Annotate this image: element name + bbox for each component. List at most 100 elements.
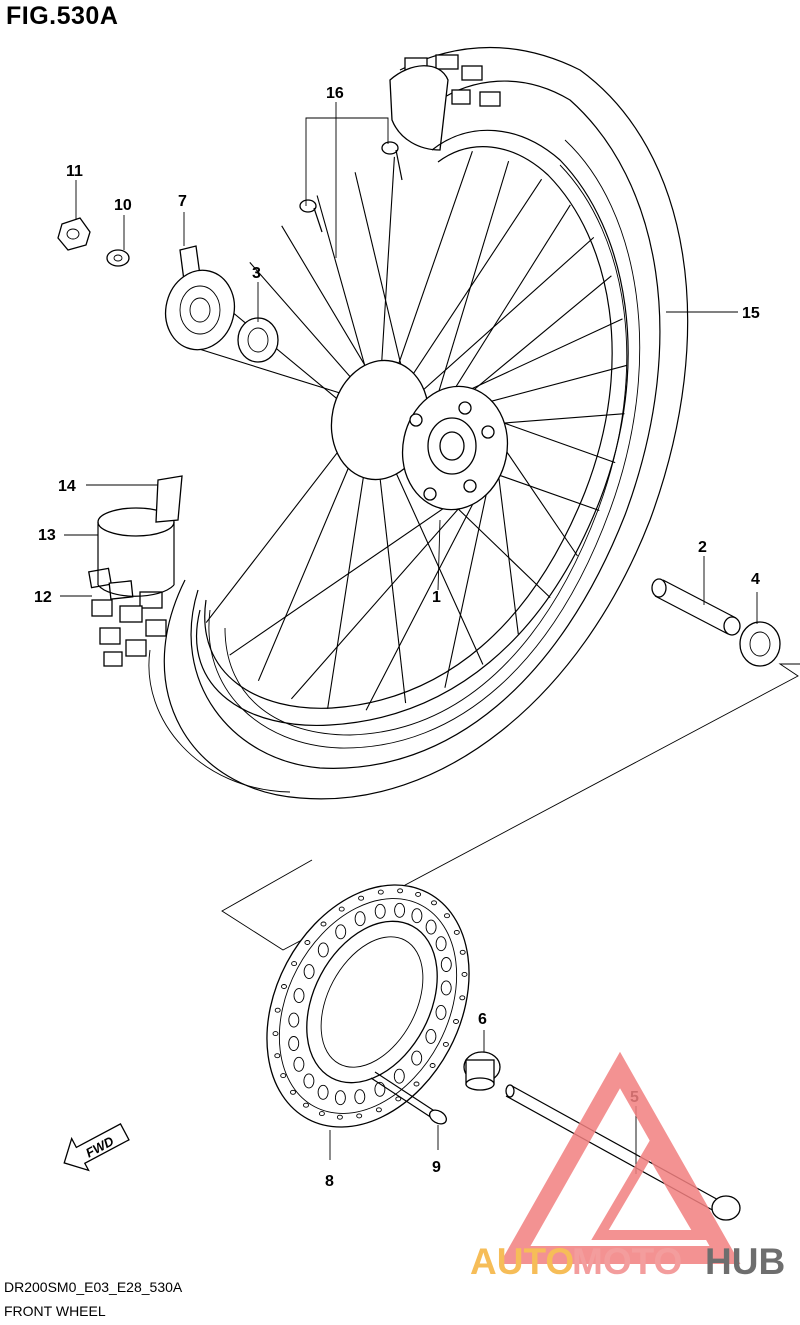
disc-hole: [397, 888, 404, 894]
disc-hole: [411, 1050, 423, 1066]
disc-hole: [354, 911, 366, 927]
disc-hole: [442, 1041, 449, 1047]
spoke: [229, 494, 464, 656]
brake-disc: [266, 884, 470, 1128]
leader-lines: [60, 102, 758, 1174]
disc-hole: [272, 1031, 279, 1037]
callout-4: 4: [751, 571, 760, 588]
callout-13: 13: [38, 527, 56, 544]
disc-hole: [304, 940, 311, 945]
spoke: [473, 364, 628, 407]
disc-hole: [358, 895, 365, 901]
disc-hole: [281, 984, 287, 989]
disc-hole: [440, 957, 452, 972]
spoke: [446, 204, 571, 402]
disc-bolt: [370, 1071, 448, 1125]
callout-10: 10: [114, 197, 132, 214]
disc-hole: [461, 971, 468, 977]
spoke: [406, 178, 543, 385]
disc-hole: [303, 964, 315, 980]
disc-hole: [425, 919, 437, 935]
spoke: [392, 465, 484, 665]
callout-16: 16: [326, 85, 344, 102]
watermark-hub: HUB: [705, 1241, 785, 1282]
disc-hole: [293, 988, 305, 1004]
callout-8: 8: [325, 1173, 334, 1190]
disc-hole: [393, 1068, 405, 1084]
spoke: [444, 463, 494, 688]
disc-hole: [413, 1081, 420, 1087]
disc-hole: [453, 929, 460, 935]
callout-7: 7: [178, 193, 187, 210]
spokes: [200, 151, 628, 711]
collar: [463, 1051, 501, 1091]
spoke: [380, 156, 395, 373]
disc-hole: [444, 913, 450, 919]
callout-2: 2: [698, 539, 707, 556]
spoke: [290, 488, 477, 700]
section-divider: [221, 663, 800, 951]
spoke: [200, 348, 347, 396]
spacer: [651, 578, 741, 636]
disc-hole: [435, 936, 447, 952]
axle-nut: [57, 217, 91, 251]
disc-hole: [415, 891, 422, 897]
spoke: [378, 467, 407, 704]
disc-hole: [459, 949, 466, 955]
callout-15: 15: [742, 305, 760, 322]
spoke: [249, 262, 356, 383]
disc-hole: [425, 1028, 437, 1044]
disc-hole: [411, 908, 423, 924]
figure-title: FIG.530A: [6, 2, 119, 30]
spoke-nipples: [299, 141, 403, 233]
callout-11: 11: [66, 163, 83, 180]
figure-code: DR200SM0_E03_E28_530A: [4, 1279, 183, 1295]
callout-14: 14: [58, 478, 76, 495]
disc-hole: [435, 1004, 447, 1020]
rim-band-section: [97, 65, 449, 597]
spoke: [327, 464, 366, 709]
watermark-auto: AUTO: [470, 1241, 574, 1282]
disc-hole: [431, 900, 437, 906]
disc-hole: [375, 1107, 382, 1113]
disc-hole: [440, 980, 452, 996]
bearing-right: [739, 621, 781, 667]
disc-hole: [459, 995, 466, 1001]
disc-hole: [290, 1089, 296, 1095]
callout-9: 9: [432, 1159, 441, 1176]
figure-name: FRONT WHEEL: [4, 1303, 106, 1319]
callout-12: 12: [34, 589, 52, 606]
disc-hole: [288, 1036, 300, 1051]
speedometer-gearbox: [164, 245, 236, 351]
hub: [330, 359, 509, 511]
callout-3: 3: [252, 265, 261, 282]
spoke: [394, 151, 473, 376]
spoke: [205, 442, 346, 623]
callout-6: 6: [478, 1011, 487, 1028]
disc-hole: [320, 921, 327, 927]
washer: [106, 249, 130, 267]
spoke: [460, 275, 612, 401]
disc-hole: [354, 1089, 366, 1105]
tire: [88, 46, 689, 800]
disc-hole: [453, 1019, 459, 1024]
spoke: [365, 477, 487, 711]
disc-holes: [272, 888, 468, 1120]
disc-hole: [280, 1073, 287, 1079]
rim: [195, 129, 629, 727]
spoke: [484, 415, 616, 464]
disc-hole: [291, 961, 298, 967]
disc-hole: [293, 1056, 305, 1072]
disc-hole: [335, 924, 347, 940]
watermark: AUTO MOTO HUB: [470, 1051, 785, 1282]
disc-hole: [374, 1081, 386, 1097]
disc-hole: [395, 1096, 402, 1102]
disc-hole: [377, 889, 384, 895]
disc-hole: [318, 1111, 325, 1117]
forward-arrow: FWD: [63, 1123, 130, 1172]
spoke: [414, 236, 595, 398]
disc-hole: [317, 1084, 329, 1100]
disc-hole: [394, 902, 406, 918]
disc-hole: [288, 1012, 300, 1028]
